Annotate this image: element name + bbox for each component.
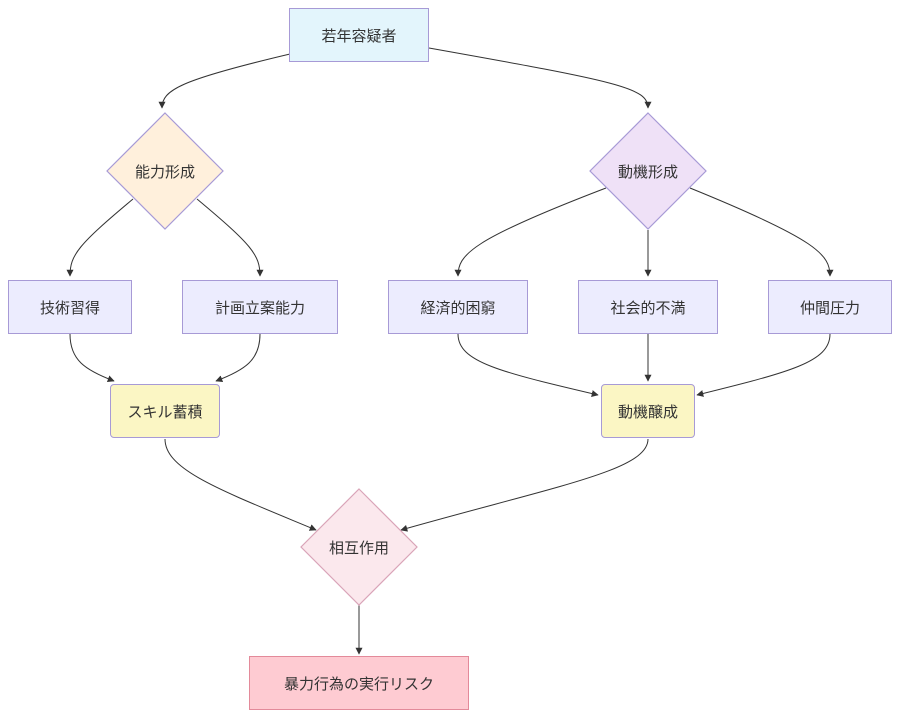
node-motive: 動機形成: [589, 112, 707, 230]
node-ability: 能力形成: [106, 112, 224, 230]
edge-ability-to-skill-learning: [66, 198, 134, 277]
node-skill-learning-label: 技術習得: [39, 298, 100, 317]
node-interaction: 相互作用: [300, 488, 418, 606]
node-planning-label: 計画立案能力: [214, 298, 305, 317]
edge-start-to-ability: [158, 53, 291, 109]
node-motive-growth-label: 動機醸成: [617, 402, 678, 421]
node-risk: 暴力行為の実行リスク: [249, 656, 469, 710]
diamond-shape: [300, 488, 418, 606]
node-motive-growth: 動機醸成: [601, 384, 695, 438]
edge-motive-to-poverty: [454, 187, 607, 277]
node-interaction-label: 相互作用: [328, 538, 389, 557]
edge-planning-to-accumulation: [215, 333, 261, 383]
node-ability-label: 能力形成: [134, 162, 195, 181]
node-skill-accumulation: スキル蓄積: [110, 384, 220, 438]
edge-poverty-to-motive-growth: [457, 333, 599, 397]
node-poverty-label: 経済的困窮: [420, 298, 496, 317]
edge-accumulation-to-interaction: [164, 438, 317, 531]
node-dissatisfaction-label: 社会的不満: [610, 298, 686, 317]
edge-motive-to-peer-pressure: [689, 187, 834, 277]
edge-peer-pressure-to-motive-growth: [696, 333, 831, 397]
node-peer-pressure: 仲間圧力: [768, 280, 892, 334]
node-planning: 計画立案能力: [182, 280, 338, 334]
edge-start-to-motive: [428, 47, 652, 109]
diamond-shape: [589, 112, 707, 230]
node-skill-accumulation-label: スキル蓄積: [127, 402, 203, 421]
node-peer-pressure-label: 仲間圧力: [799, 298, 860, 317]
edge-ability-to-planning: [196, 198, 264, 277]
diamond-shape: [106, 112, 224, 230]
edge-skill-learning-to-accumulation: [69, 333, 115, 383]
edge-motive-growth-to-interaction: [400, 438, 649, 532]
node-dissatisfaction: 社会的不満: [578, 280, 718, 334]
node-start: 若年容疑者: [289, 8, 429, 62]
node-skill-learning: 技術習得: [8, 280, 132, 334]
node-start-label: 若年容疑者: [321, 26, 397, 45]
node-risk-label: 暴力行為の実行リスク: [283, 674, 434, 693]
node-motive-label: 動機形成: [617, 162, 678, 181]
node-poverty: 経済的困窮: [388, 280, 528, 334]
